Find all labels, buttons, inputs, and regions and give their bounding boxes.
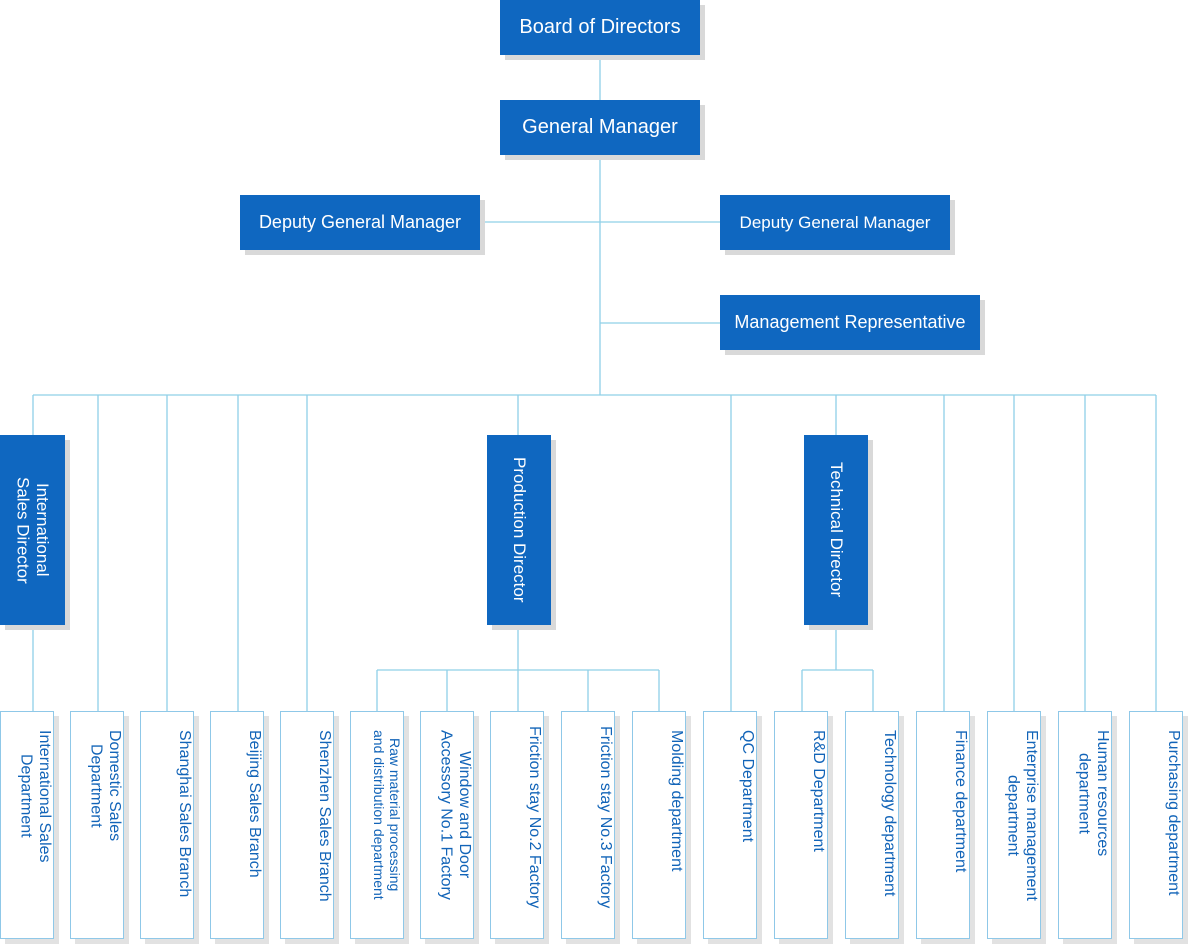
department-label: Domestic Sales Department: [87, 730, 123, 842]
department-label: Friction stay No.3 Factory: [597, 726, 614, 909]
department-node: Raw material processing and distribution…: [350, 711, 404, 939]
general-manager-node: General Manager: [500, 100, 700, 155]
department-label: Human resources department: [1075, 730, 1111, 857]
department-node: Molding department: [632, 711, 686, 939]
node-label: Production Director: [509, 457, 529, 603]
department-label: Beijing Sales Branch: [246, 730, 263, 878]
department-label: Friction stay No.2 Factory: [526, 726, 543, 909]
node-label: Technical Director: [826, 462, 846, 598]
department-label: International Sales Department: [17, 730, 53, 863]
department-label: Molding department: [668, 730, 685, 872]
department-node: Domestic Sales Department: [70, 711, 124, 939]
department-label: QC Department: [739, 730, 756, 843]
department-node: Friction stay No.3 Factory: [561, 711, 615, 939]
international-sales-director-node: International Sales Director: [0, 435, 65, 625]
department-node: Shanghai Sales Branch: [140, 711, 194, 939]
node-label: Deputy General Manager: [258, 212, 462, 232]
node-label: General Manager: [522, 116, 678, 138]
department-node: Window and Door Accessory No.1 Factory: [420, 711, 474, 939]
department-label: Finance department: [952, 730, 969, 873]
node-label: Deputy General Manager: [739, 212, 931, 232]
node-label: Management Representative: [734, 312, 966, 332]
node-label: International Sales Director: [13, 476, 53, 584]
department-node: International Sales Department: [0, 711, 54, 939]
production-director-node: Production Director: [487, 435, 551, 625]
department-label: Technology department: [881, 730, 898, 897]
technical-director-node: Technical Director: [804, 435, 868, 625]
deputy-general-manager-left-node: Deputy General Manager: [240, 195, 480, 250]
department-node: Human resources department: [1058, 711, 1112, 939]
department-label: Shenzhen Sales Branch: [316, 730, 333, 902]
department-label: Enterprise management department: [1004, 730, 1040, 901]
department-node: QC Department: [703, 711, 757, 939]
department-node: Shenzhen Sales Branch: [280, 711, 334, 939]
department-node: Technology department: [845, 711, 899, 939]
department-node: Purchasing department: [1129, 711, 1183, 939]
department-node: Friction stay No.2 Factory: [490, 711, 544, 939]
board-of-directors-node: Board of Directors: [500, 0, 700, 55]
department-label: Shanghai Sales Branch: [176, 730, 193, 898]
department-label: Raw material processing and distribution…: [370, 730, 403, 900]
deputy-general-manager-right-node: Deputy General Manager: [720, 195, 950, 250]
department-node: Enterprise management department: [987, 711, 1041, 939]
department-node: Finance department: [916, 711, 970, 939]
department-node: Beijing Sales Branch: [210, 711, 264, 939]
department-label: Purchasing department: [1165, 730, 1182, 896]
department-node: R&D Department: [774, 711, 828, 939]
department-label: R&D Department: [810, 730, 827, 852]
node-label: Board of Directors: [519, 16, 681, 38]
department-label: Window and Door Accessory No.1 Factory: [437, 730, 473, 900]
management-representative-node: Management Representative: [720, 295, 980, 350]
